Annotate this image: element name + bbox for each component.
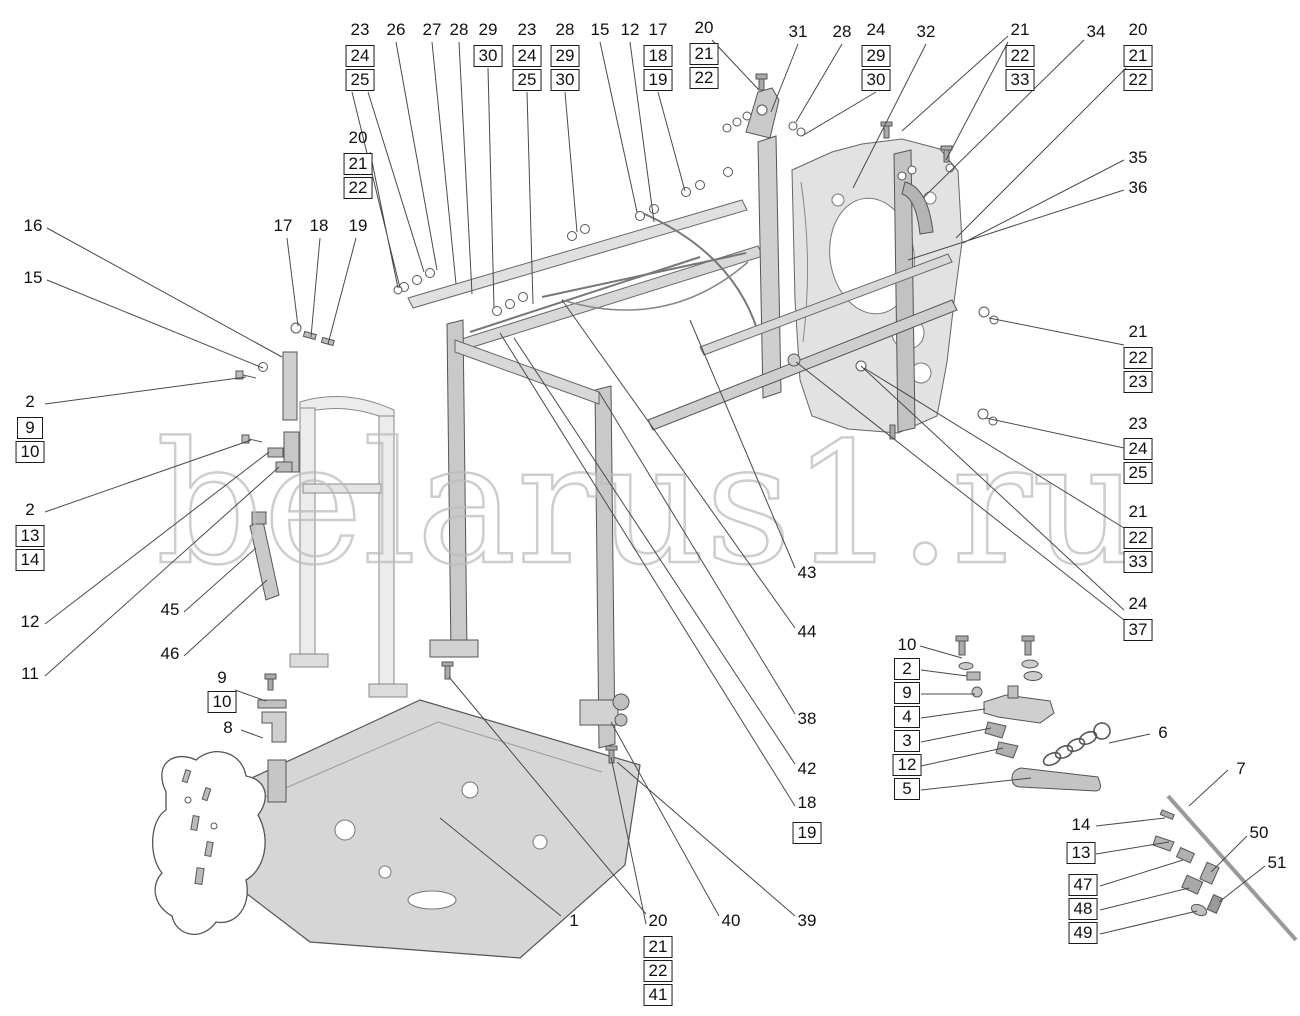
floor-bracket (257, 673, 287, 743)
rod-assembly (1152, 794, 1298, 942)
seat-frame (289, 396, 408, 698)
left-brackets (235, 322, 335, 601)
cab-frame (407, 199, 764, 764)
latch-assembly (955, 635, 1111, 792)
watermark: belarus1.ru (156, 406, 1140, 602)
rear-panel-assembly (647, 73, 999, 440)
chain (1042, 722, 1111, 767)
detail-callout-blob (151, 751, 266, 935)
leader-lines (44, 35, 1266, 935)
